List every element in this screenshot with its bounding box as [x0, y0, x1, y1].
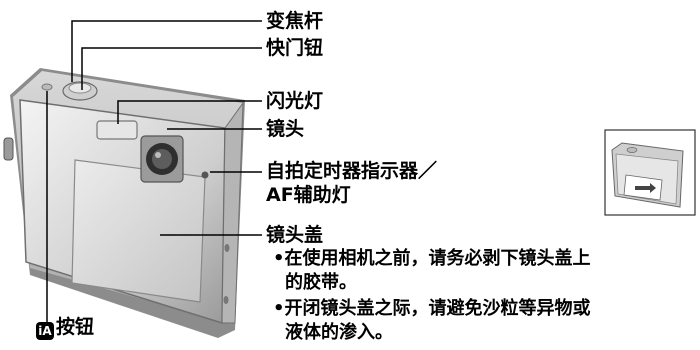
lens-shape — [140, 135, 184, 183]
self-timer-label-line1: 自拍定时器指示器／ — [266, 160, 438, 182]
zoom-lever-label: 变焦杆 — [266, 10, 324, 32]
self-timer-label-line2: AF辅助灯 — [266, 184, 351, 206]
note-1-line1: •在使用相机之前，请务必剥下镜头盖上 — [273, 248, 591, 269]
shutter-button-shape — [62, 81, 98, 101]
leader-lines — [46, 20, 262, 328]
ia-button-text: 按钮 — [56, 316, 95, 338]
lens-cover-label: 镜头盖 — [266, 224, 324, 246]
ia-badge-icon: iA — [36, 322, 54, 340]
note-2-line1: •开闭镜头盖之际，请避免沙粒等异物或 — [273, 298, 591, 319]
shutter-button-label: 快门钮 — [266, 37, 324, 59]
note-2-line2: 液体的渗入。 — [285, 322, 393, 343]
ia-button-shape — [41, 83, 53, 91]
flash-window — [96, 120, 138, 140]
flash-label: 闪光灯 — [266, 90, 324, 112]
self-timer-lamp — [201, 171, 209, 179]
lens-cover-panel — [71, 159, 206, 303]
inset-camera-illustration — [604, 129, 696, 216]
lens-label: 镜头 — [266, 118, 305, 140]
note-1-line2: 的胶带。 — [285, 272, 357, 293]
